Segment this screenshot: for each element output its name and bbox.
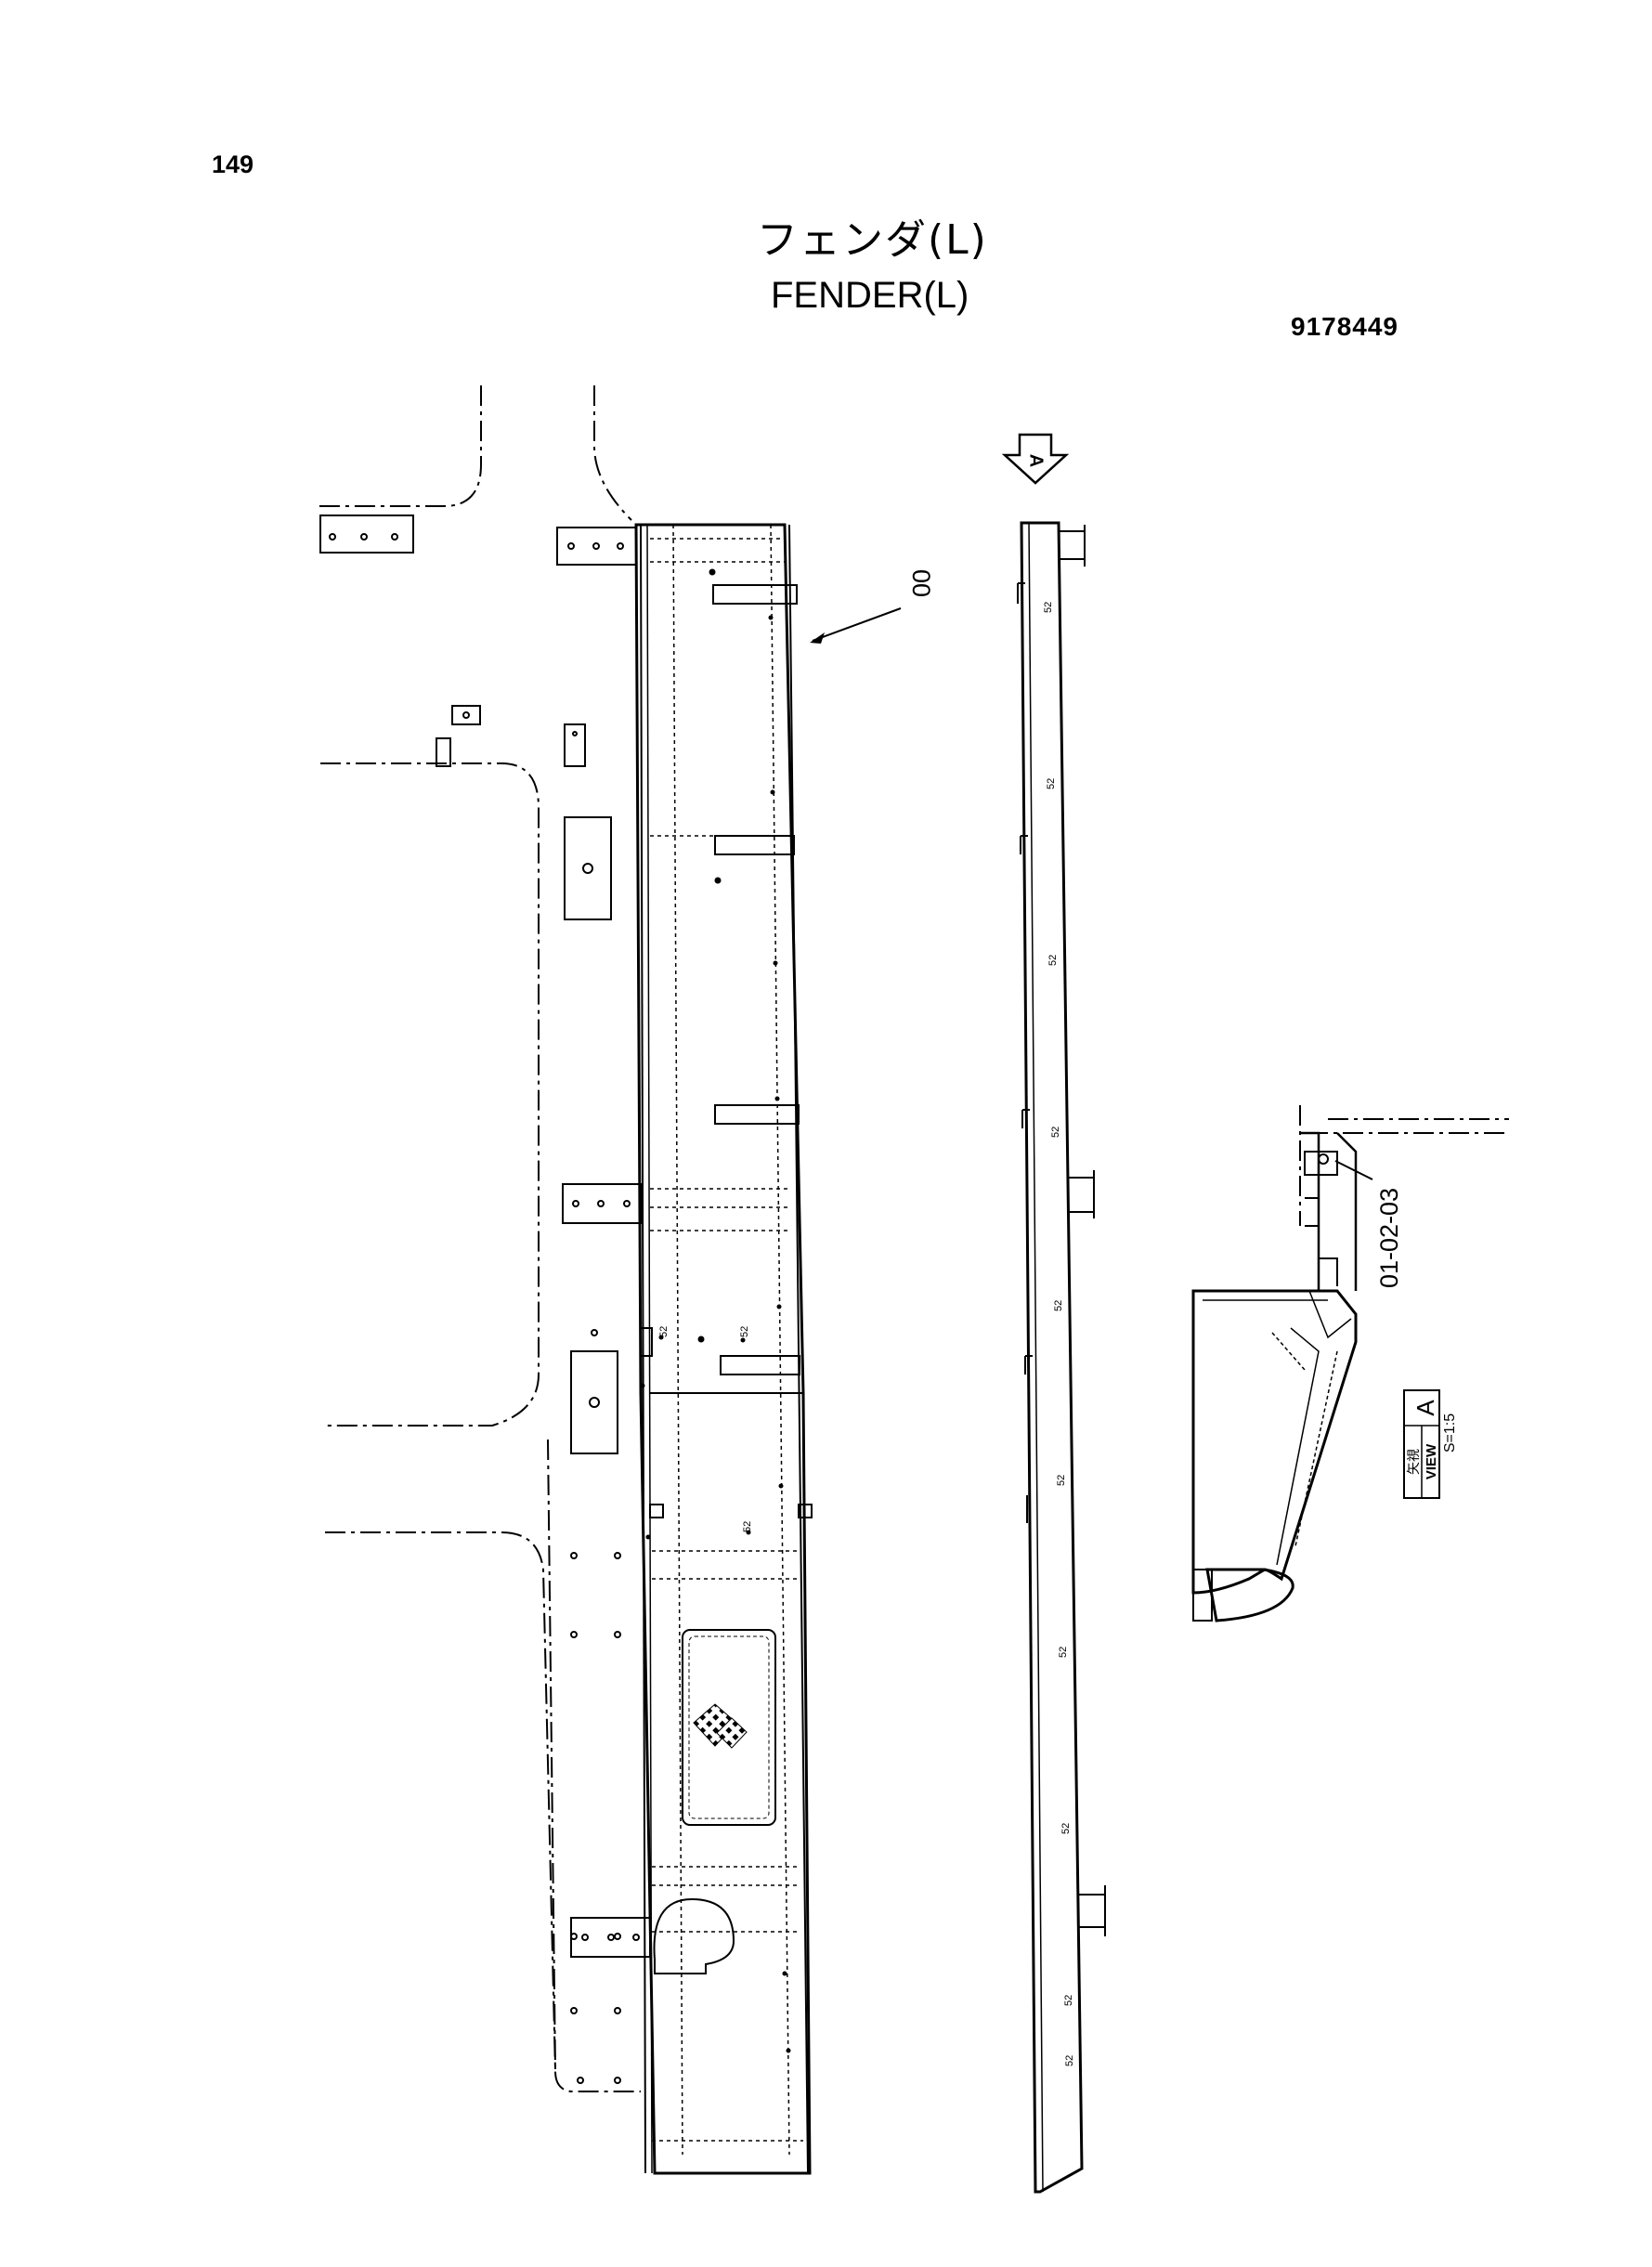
rivet-marks [640,568,791,2053]
view-a-scale: S=1:5 [1442,1414,1458,1453]
callout-clip-part: 01-02-03 [1375,1188,1403,1288]
reference-plates [319,515,618,1454]
plate-holes [570,1329,621,2084]
stencil-mark: 52 [1043,602,1054,613]
view-a-label: 矢視 VIEW A S=1:5 [1403,1389,1458,1499]
stencil-mark: 52 [1063,1995,1074,2006]
stencil-mark: 52 [1050,1127,1061,1138]
fender-brackets [556,527,813,1958]
view-a-view-label: VIEW [1424,1443,1439,1479]
view-a-section [1191,1131,1358,1622]
stencil-mark: 52 [742,1521,753,1532]
fender-main-body [634,523,812,2175]
view-a-letter: A [1411,1400,1439,1416]
leader-clip-part [1334,1160,1373,1180]
stencil-mark: 52 [1047,955,1059,966]
phantom-frame-lines [316,385,1509,2092]
vent-grille [682,1629,776,1826]
stencil-mark: 52 [1064,2055,1075,2066]
stencil-marks-main: 52 52 52 [658,1326,753,1532]
stencil-mark: 52 [1056,1475,1067,1486]
stencil-mark: 52 [739,1326,750,1337]
leader-main-part [810,607,902,644]
stencil-mark: 52 [658,1326,670,1337]
part-code: 9178449 [1291,312,1399,341]
stencil-mark: 52 [1060,1823,1072,1834]
stencil-mark: 52 [1053,1300,1064,1311]
stencil-marks-side: 52 52 52 52 52 52 52 52 52 52 [1043,602,1075,2066]
stencil-mark: 52 [1058,1647,1069,1658]
fender-side-view [1017,521,1106,2194]
view-arrow-letter: A [1026,454,1047,467]
callout-main-part: 00 [907,569,935,597]
title-english: FENDER(L) [771,275,969,316]
view-arrow-a: A [1001,433,1070,485]
stencil-mark: 52 [1046,778,1057,789]
mudflap-cutout [653,1897,735,1974]
title-japanese: フェンダ(L) [757,216,988,264]
page-number: 149 [212,150,254,178]
view-a-kanji: 矢視 [1407,1449,1422,1475]
